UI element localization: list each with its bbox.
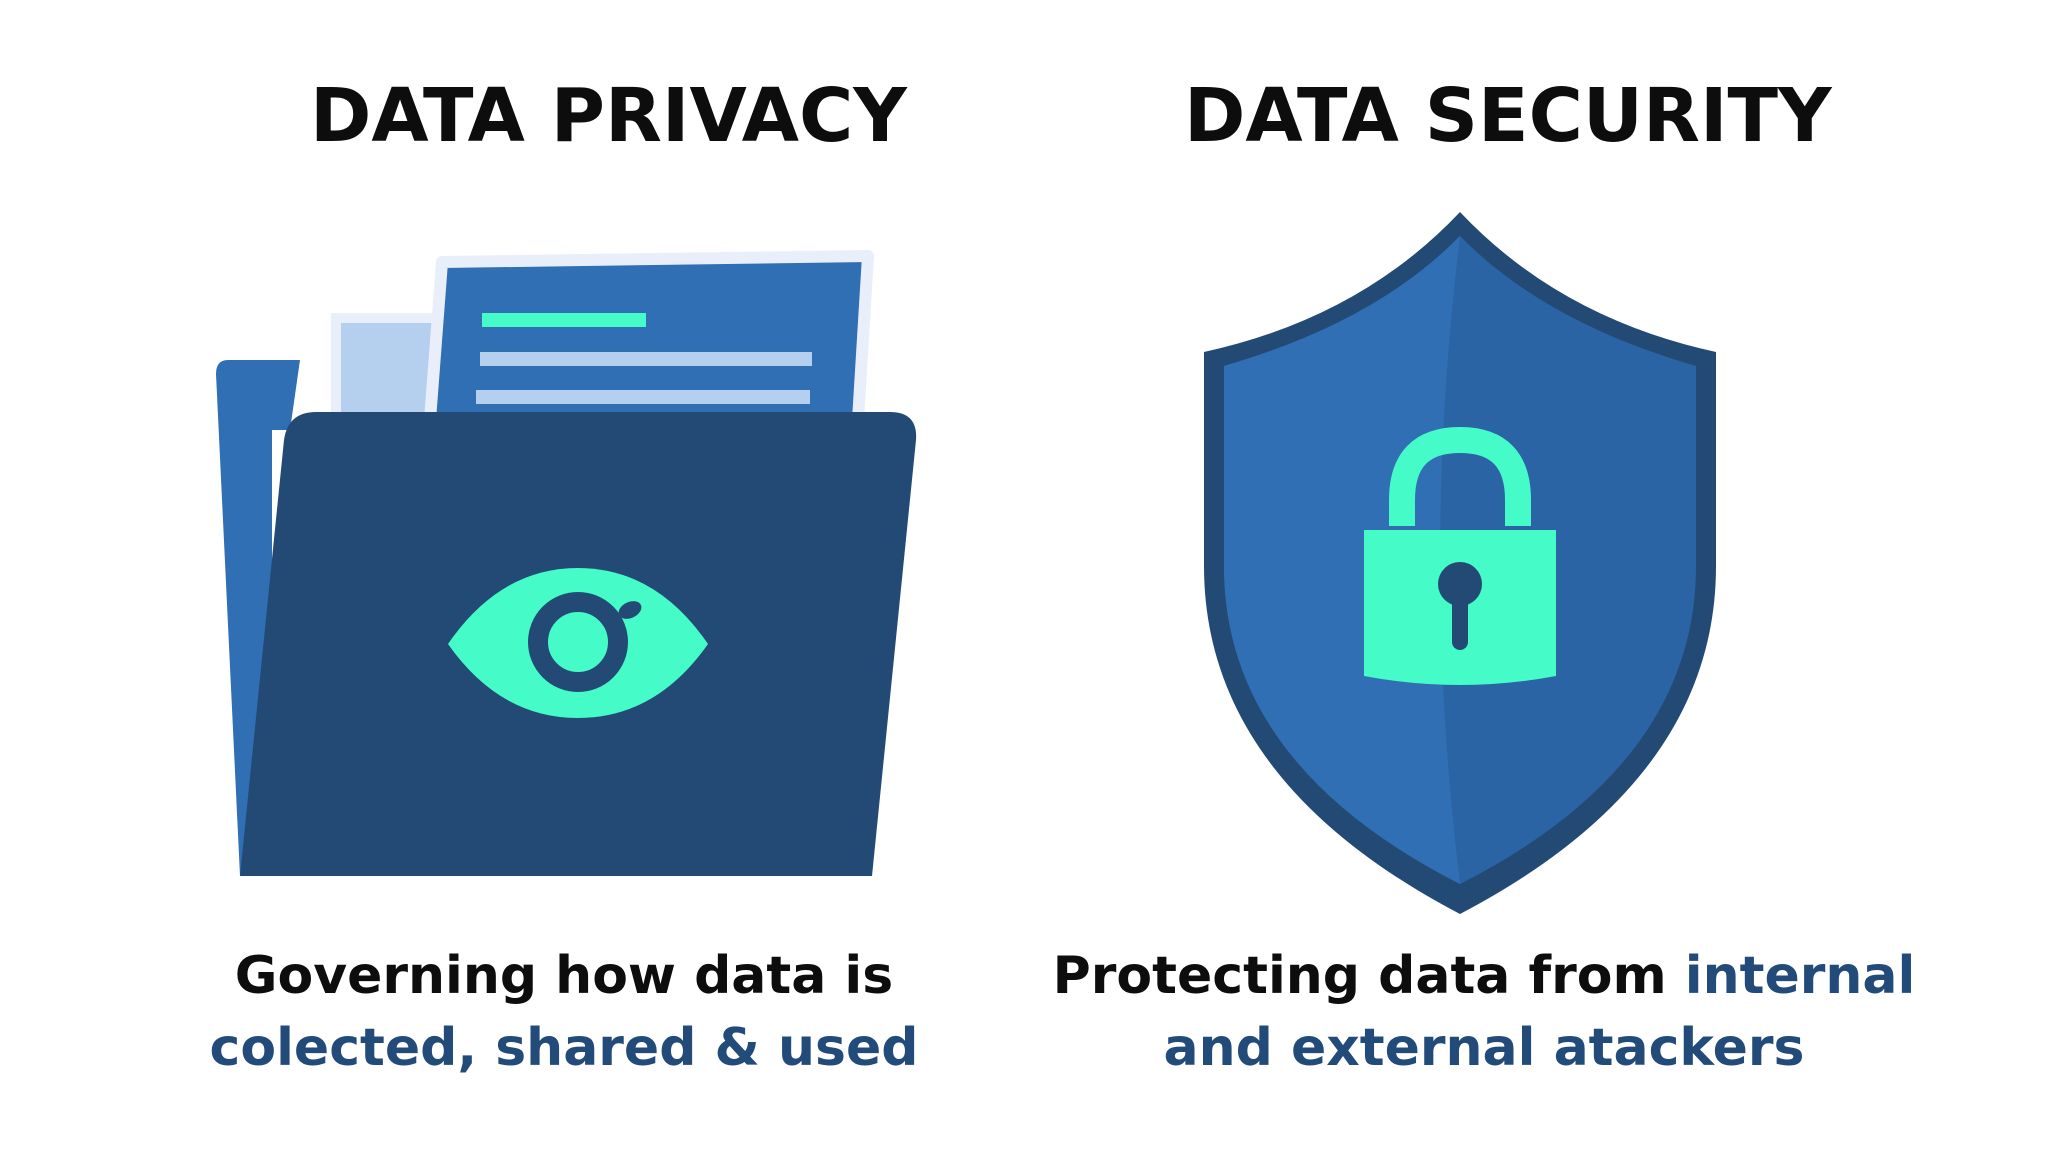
eye-shape [448, 568, 708, 718]
lock-shackle [1389, 426, 1531, 526]
data-security-caption-line1: Protecting data from internal [972, 940, 1996, 1012]
data-security-caption-line1-plain: Protecting data from [1052, 946, 1685, 1006]
data-security-title: DATA SECURITY [1184, 73, 1832, 159]
paper-highlight-line [482, 313, 646, 327]
data-privacy-panel: DATA PRIVACY Governing how data is colec… [210, 73, 919, 1078]
data-security-caption-line2: and external atackers [1163, 1018, 1805, 1078]
shield-lock-icon [1204, 212, 1716, 914]
folder-back-panel [216, 360, 300, 876]
data-privacy-caption-line2: colected, shared & used [209, 1018, 919, 1078]
eye-pupil-ring [528, 592, 628, 692]
lock-keyhole-circle [1438, 562, 1482, 606]
shield-inner-left-fill [1224, 236, 1460, 884]
data-privacy-title: DATA PRIVACY [310, 73, 907, 159]
shield-inner-right [1440, 236, 1696, 884]
paper-text-line [476, 390, 810, 404]
folder-eye-icon [216, 250, 917, 876]
eye-glint [618, 601, 642, 619]
lock-keyhole-slot [1452, 592, 1468, 650]
data-security-caption: Protecting data from internal and extern… [972, 940, 1996, 1084]
data-security-panel: DATA SECURITY Protecting data from inter… [1024, 0, 2048, 1152]
data-privacy-caption-line1: Governing how data is [234, 946, 894, 1006]
paper-text-line [480, 352, 812, 366]
data-privacy-caption: Governing how data is colected, shared &… [52, 940, 1076, 1084]
data-security-caption-line1-highlight: internal [1684, 946, 1916, 1006]
